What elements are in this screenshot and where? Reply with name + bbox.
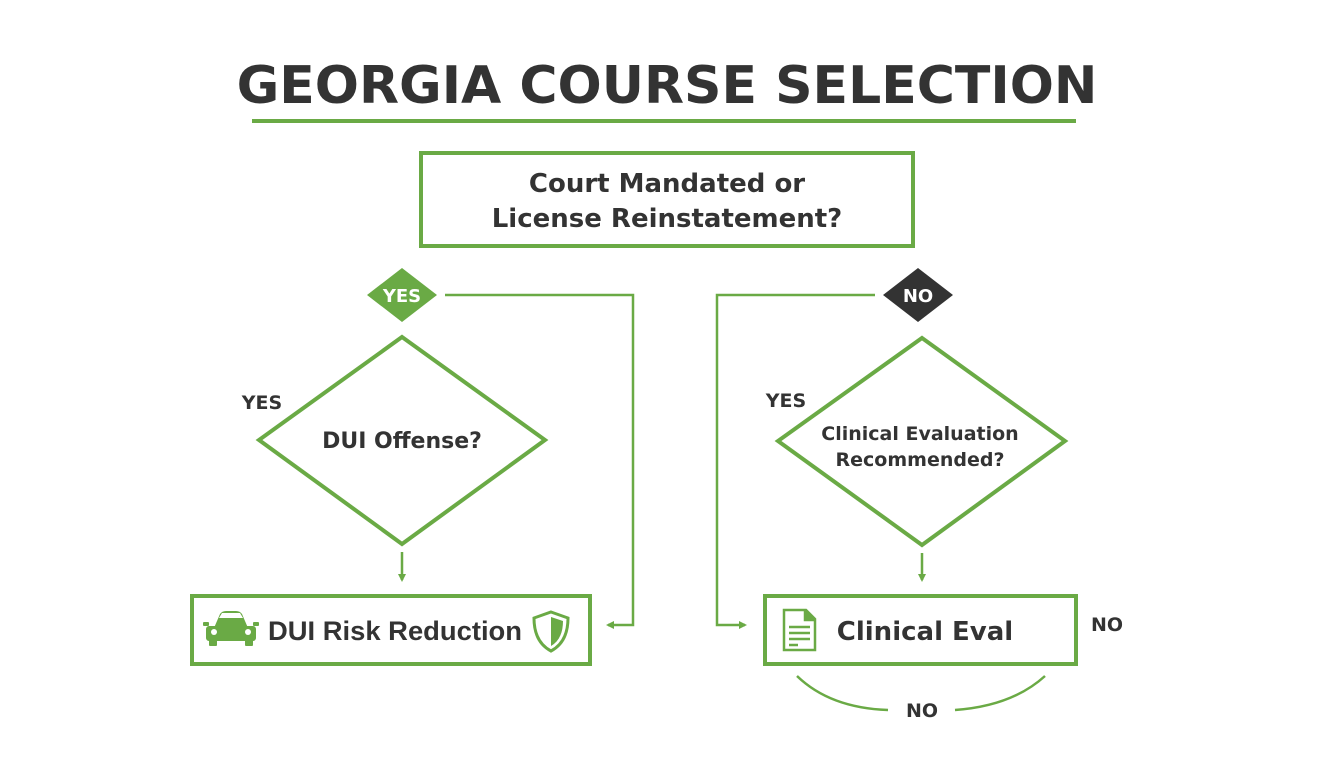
clinical-question-line-2: Recommended? [836,449,1005,471]
dui-risk-reduction-label: DUI Risk Reduction [268,616,522,646]
no-loop-arc-left [796,675,889,712]
start-line-2: License Reinstatement? [492,204,843,234]
yes-badge-label: YES [382,286,421,307]
right-yes-label: YES [765,390,806,412]
yes-branch-badge: YES [367,268,437,322]
no-loop-arc-right [954,675,1046,712]
clinical-eval-node: Clinical Eval [763,594,1078,666]
start-node: Court Mandated or License Reinstatement? [419,151,915,248]
clinical-question-line-1: Clinical Evaluation [821,423,1018,445]
bottom-no-label: NO [906,700,938,722]
shield-icon [532,610,570,653]
clinical-evaluation-decision: Clinical Evaluation Recommended? [774,335,1069,548]
left-yes-label: YES [241,392,282,414]
document-icon [782,608,817,652]
right-side-no-label: NO [1091,614,1123,636]
dui-offense-label: DUI Offense? [322,429,482,454]
start-line-1: Court Mandated or [529,169,805,199]
clinical-eval-label: Clinical Eval [837,617,1013,647]
page-title: GEORGIA COURSE SELECTION [237,56,1098,116]
yes-connector [445,293,635,629]
no-connector [715,293,875,629]
no-badge-label: NO [903,286,933,307]
dui-risk-reduction-node: DUI Risk Reduction [190,594,592,666]
car-icon [203,611,259,646]
no-branch-badge: NO [883,268,953,322]
title-underline [252,119,1076,123]
dui-offense-decision: DUI Offense? [255,334,549,547]
